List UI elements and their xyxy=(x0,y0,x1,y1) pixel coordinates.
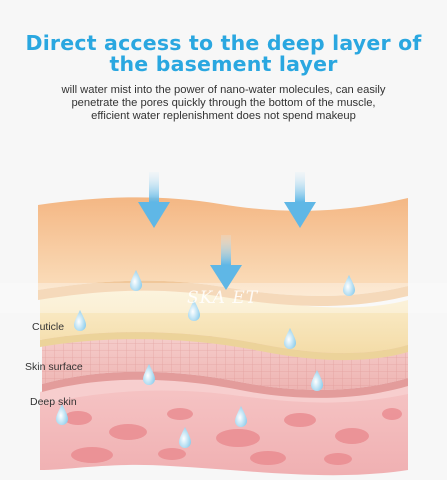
label-cuticle: Cuticle xyxy=(32,321,65,333)
droplet-icon xyxy=(143,364,155,385)
watermark: SKA ET xyxy=(187,288,259,308)
droplet-icon xyxy=(343,275,355,296)
headline-line-2: the basement layer xyxy=(109,52,338,76)
droplet-icon xyxy=(235,406,247,427)
cuticle-layer xyxy=(40,288,408,361)
droplet-icon xyxy=(284,328,296,349)
droplet-icon xyxy=(311,370,323,391)
droplet-icon xyxy=(130,270,142,291)
headline: Direct access to the deep layer of the b… xyxy=(0,33,447,75)
description-line-2: penetrate the pores quickly through the … xyxy=(71,97,376,109)
arrow-down-icon xyxy=(284,172,316,228)
description-line-3: efficient water replenishment does not s… xyxy=(91,110,356,122)
description: will water mist into the power of nano-w… xyxy=(0,84,447,123)
water-droplets xyxy=(56,270,355,448)
arrow-down-icon xyxy=(138,172,170,228)
watermark-band xyxy=(0,283,447,313)
label-deep-skin: Deep skin xyxy=(30,396,77,408)
droplet-icon xyxy=(56,404,68,425)
deep-skin-layer xyxy=(40,375,408,476)
description-line-1: will water mist into the power of nano-w… xyxy=(61,84,386,96)
droplet-icon xyxy=(74,310,86,331)
label-skin-surface: Skin surface xyxy=(25,361,83,373)
arrow-down-icon xyxy=(210,235,242,290)
droplet-icon xyxy=(188,300,200,321)
water-mist-arrows xyxy=(138,172,316,290)
droplet-icon xyxy=(179,427,191,448)
headline-line-1: Direct access to the deep layer of xyxy=(25,31,422,55)
